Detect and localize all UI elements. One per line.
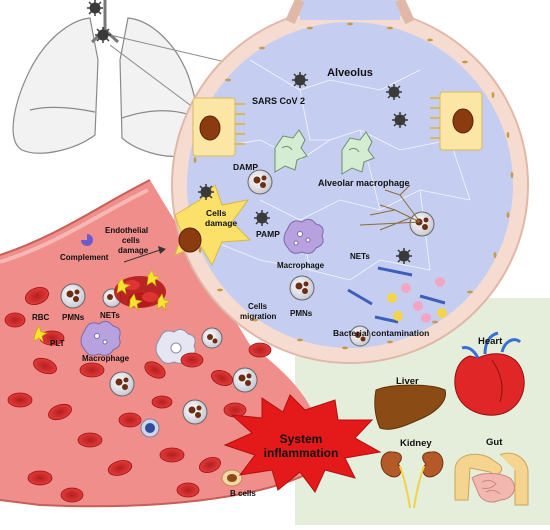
arrow-endothelial: [123, 246, 166, 263]
liver-icon: [374, 384, 447, 430]
label-nets-alveolus: NETs: [350, 252, 370, 261]
label-sars: SARS CoV 2: [252, 96, 305, 106]
label-system: System: [280, 432, 323, 446]
label-cells-migration-2: migration: [240, 312, 277, 321]
alveolus: [171, 0, 529, 364]
inflammation-burst: [223, 394, 382, 493]
label-pmns-alveolus: PMNs: [290, 309, 313, 318]
label-alveolus: Alveolus: [327, 67, 373, 79]
diagram-labels: Alveolus SARS CoV 2 Alveolar macrophage …: [32, 67, 503, 498]
label-gut: Gut: [486, 437, 503, 448]
label-b-cells: B cells: [230, 489, 256, 498]
epithelial-cell-left: [192, 97, 245, 157]
complement-icon: [81, 234, 93, 246]
label-macrophage-vessel: Macrophage: [82, 354, 130, 363]
label-pamp: PAMP: [256, 229, 280, 239]
damaged-cell: [174, 184, 252, 267]
label-cells-damage-1: Cells: [206, 208, 227, 218]
gut-icon: [454, 452, 529, 506]
label-damp: DAMP: [233, 162, 258, 172]
label-heart: Heart: [478, 336, 503, 347]
platelet-icon: [33, 325, 48, 343]
label-plt: PLT: [50, 339, 65, 348]
lungs-icon: [12, 0, 200, 157]
kidney-icon: [380, 451, 444, 509]
label-nets-vessel: NETs: [100, 311, 120, 320]
label-cells-damage-2: damage: [205, 218, 237, 228]
label-pmns-vessel: PMNs: [62, 313, 85, 322]
label-bacterial: Bacterial contamination: [333, 328, 429, 338]
lymphocyte-icon: [140, 418, 160, 438]
label-alveolar-macrophage: Alveolar macrophage: [318, 178, 410, 188]
heart-icon: [454, 331, 525, 416]
label-complement: Complement: [60, 253, 109, 262]
label-endothelial-2: cells: [122, 236, 140, 245]
clot: [114, 269, 171, 311]
nets-alveolus: [359, 184, 421, 231]
label-rbc: RBC: [32, 313, 50, 322]
label-kidney: Kidney: [400, 438, 432, 449]
label-inflammation: inflammation: [264, 446, 339, 460]
bacteria: [347, 266, 447, 324]
label-cells-migration-1: Cells: [248, 302, 268, 311]
label-liver: Liver: [396, 376, 419, 387]
alveolar-macrophage-icon: [274, 129, 375, 175]
label-endothelial-1: Endothelial: [105, 226, 148, 235]
b-cell-icon: [221, 469, 243, 487]
epithelial-cell-right: [430, 91, 483, 151]
pmn-cells: [60, 169, 435, 425]
label-endothelial-3: damage: [118, 246, 149, 255]
label-macrophage-alveolus: Macrophage: [277, 261, 325, 270]
virus-icon: [87, 0, 412, 264]
